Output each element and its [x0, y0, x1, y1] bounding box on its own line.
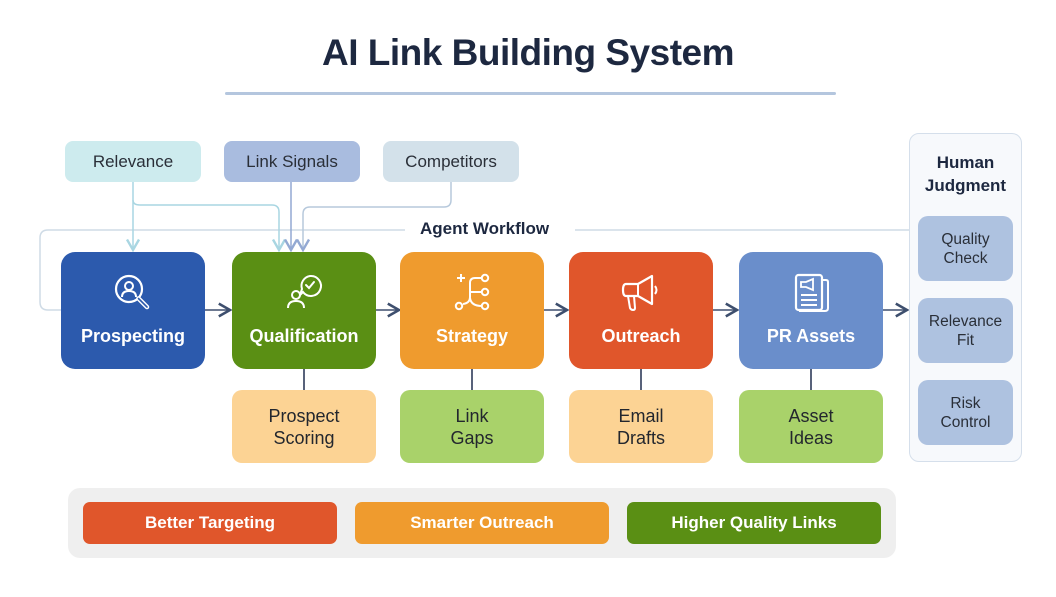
title-underline: [225, 92, 836, 95]
competitors-to-qualification: [295, 182, 452, 253]
output-line: Drafts: [616, 427, 665, 448]
input-relevance: Relevance: [65, 141, 201, 182]
press-release-icon: [794, 273, 829, 312]
outcome-label: Higher Quality Links: [671, 513, 837, 532]
item-line: Fit: [956, 331, 975, 349]
item-line: Risk: [950, 394, 981, 412]
page-title: AI Link Building System: [322, 32, 735, 73]
input-link-signals: Link Signals: [224, 141, 360, 182]
workflow-loop-line: [39, 229, 405, 311]
outcome-higher-quality-links: Higher Quality Links: [627, 502, 881, 544]
output-asset-ideas: Asset Ideas: [739, 390, 883, 463]
human-risk-control: Risk Control: [918, 380, 1013, 445]
stage-prospecting: Prospecting: [61, 252, 205, 369]
human-quality-check: Quality Check: [918, 216, 1013, 281]
megaphone-icon: [621, 274, 658, 312]
output-line: Email: [618, 405, 664, 426]
output-line: Prospect: [268, 405, 340, 426]
output-line: Gaps: [450, 427, 494, 448]
user-check-chat-icon: [287, 274, 322, 309]
branching-network-icon: [454, 273, 490, 311]
stage-label: PR Assets: [766, 326, 856, 346]
input-label: Competitors: [405, 151, 497, 171]
stage-strategy: Strategy: [400, 252, 544, 369]
input-competitors: Competitors: [383, 141, 519, 182]
stage-outreach: Outreach: [569, 252, 713, 369]
title-line: Human: [936, 153, 995, 172]
stage-qualification: Qualification: [232, 252, 376, 369]
input-label: Relevance: [92, 151, 174, 171]
stage-pr-assets: PR Assets: [739, 252, 883, 369]
input-label: Link Signals: [246, 151, 338, 171]
output-prospect-scoring: Prospect Scoring: [232, 390, 376, 463]
output-line: Link: [455, 405, 489, 426]
title-line: Judgment: [924, 176, 1007, 195]
relevance-to-qualification: [132, 199, 287, 253]
stage-label: Prospecting: [80, 326, 186, 346]
item-line: Relevance: [928, 312, 1003, 330]
output-line: Scoring: [273, 427, 335, 448]
stage-label: Qualification: [249, 326, 359, 346]
outcome-label: Smarter Outreach: [410, 513, 554, 532]
item-line: Check: [943, 249, 988, 267]
output-line: Ideas: [788, 427, 834, 448]
stage-label: Strategy: [435, 326, 509, 346]
item-line: Quality: [941, 230, 990, 248]
stage-label: Outreach: [601, 326, 681, 346]
agent-workflow-label: Agent Workflow: [410, 219, 560, 239]
human-judgment-title: Human Judgment: [909, 151, 1022, 197]
outcome-label: Better Targeting: [144, 513, 276, 532]
output-email-drafts: Email Drafts: [569, 390, 713, 463]
item-line: Control: [940, 413, 991, 431]
human-relevance-fit: Relevance Fit: [918, 298, 1013, 363]
output-link-gaps: Link Gaps: [400, 390, 544, 463]
outcome-better-targeting: Better Targeting: [83, 502, 337, 544]
outcome-smarter-outreach: Smarter Outreach: [355, 502, 609, 544]
output-line: Asset: [788, 405, 834, 426]
user-search-icon: [114, 274, 150, 310]
